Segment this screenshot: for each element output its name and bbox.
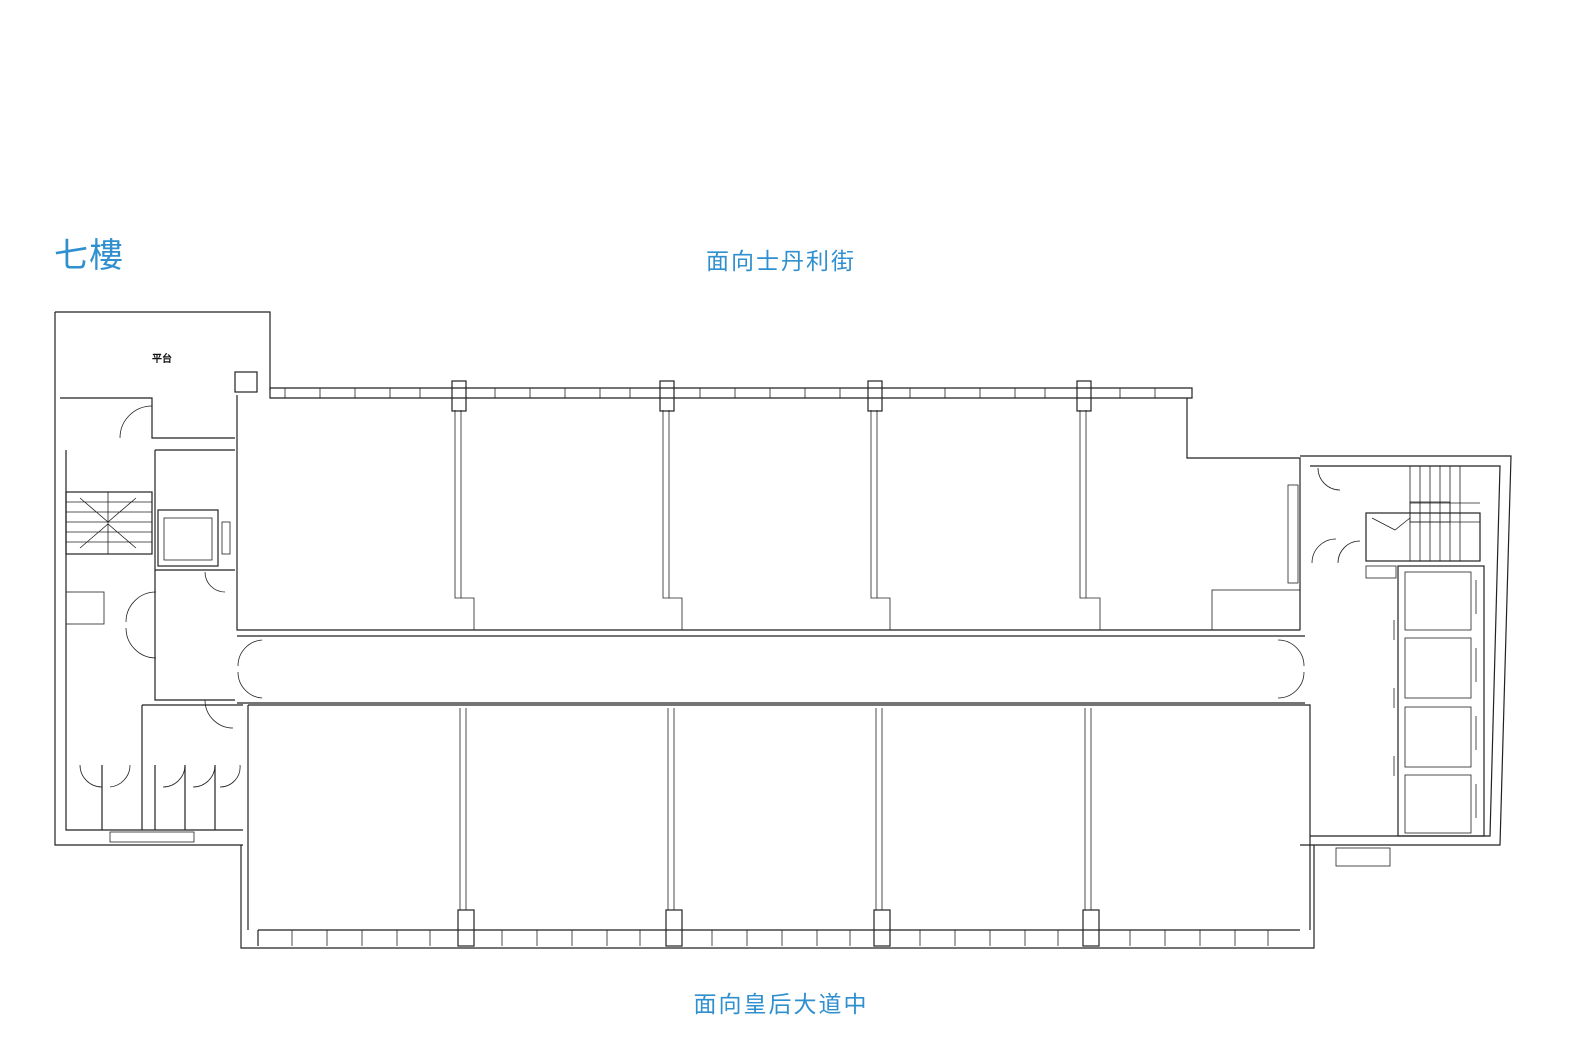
left-door-swing-a xyxy=(125,591,157,623)
toilet-door-swings xyxy=(79,764,241,788)
right-door-swing-top xyxy=(1317,467,1341,491)
left-wing-outline xyxy=(54,311,271,846)
left-small-room xyxy=(65,591,105,625)
toilet-block xyxy=(101,704,243,830)
bottom-office-partitions xyxy=(459,708,1092,910)
right-lift-cars xyxy=(1393,571,1477,834)
bottom-offices xyxy=(247,704,1311,930)
corridor-door-left xyxy=(237,639,263,699)
left-lift-inner xyxy=(163,517,213,561)
terrace-label: 平台 xyxy=(152,354,172,365)
bottom-window-mullions xyxy=(291,930,1269,946)
street-label-bottom: 面向皇后大道中 xyxy=(693,992,869,1018)
right-wing-outline xyxy=(1300,455,1512,846)
bottom-facade xyxy=(240,845,1315,949)
right-door-swing-b xyxy=(1337,540,1361,564)
right-bottom-window xyxy=(1335,847,1391,867)
right-stair-landing xyxy=(1409,501,1451,523)
right-door-swing-a xyxy=(1311,538,1337,564)
left-door-swing-c xyxy=(204,699,234,729)
terrace-wall xyxy=(60,397,235,439)
bottom-columns xyxy=(457,909,1100,947)
left-core-walls xyxy=(154,449,235,701)
street-label-top: 面向士丹利街 xyxy=(706,249,856,275)
right-lift-bank xyxy=(1397,565,1485,837)
top-right-glazing xyxy=(1287,484,1299,584)
left-inner-wall xyxy=(65,450,243,831)
left-bottom-window xyxy=(109,831,195,843)
top-columns xyxy=(451,380,1092,412)
top-offices xyxy=(236,395,1300,631)
right-stair xyxy=(1365,512,1481,562)
terrace-pillar xyxy=(234,371,258,393)
corridor-door-right xyxy=(1277,639,1305,699)
terrace-door-swing xyxy=(119,405,153,439)
left-door-swing-d xyxy=(204,571,226,593)
top-window-mullions xyxy=(284,388,1156,398)
left-lift xyxy=(157,509,219,567)
right-small-box xyxy=(1365,565,1397,579)
left-stair-treads xyxy=(66,492,152,554)
left-stair xyxy=(65,491,153,555)
corridor xyxy=(237,635,1305,704)
top-office-partitions xyxy=(454,410,1101,630)
floor-title: 七樓 xyxy=(54,236,124,276)
top-right-cabinet xyxy=(1211,589,1301,631)
top-facade xyxy=(269,387,1193,399)
left-lift-door xyxy=(221,521,231,555)
top-right-wall xyxy=(1186,398,1301,630)
left-door-swing-b xyxy=(125,627,157,659)
